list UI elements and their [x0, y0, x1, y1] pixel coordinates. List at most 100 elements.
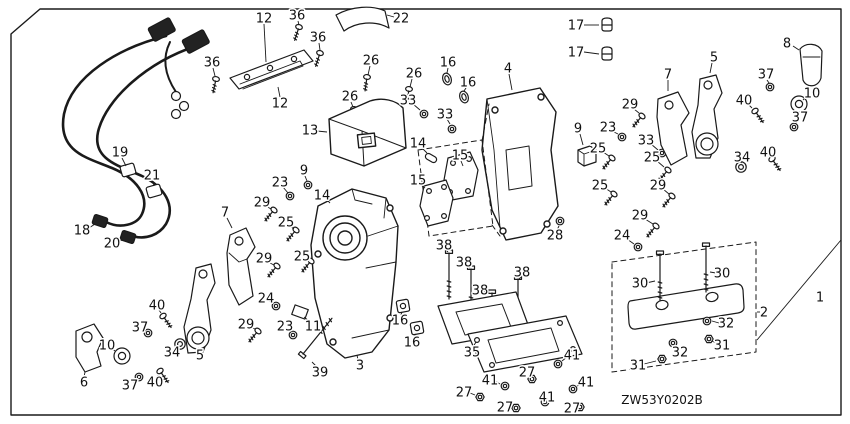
leader-line-16 — [463, 87, 467, 92]
leader-line-10 — [110, 347, 116, 352]
leader-line-36 — [318, 42, 321, 51]
bracket-11 — [291, 304, 309, 320]
leader-line-17 — [583, 51, 600, 55]
part-label-32: 32 — [718, 317, 735, 332]
part-label-17: 17 — [568, 19, 585, 34]
part-label-8: 8 — [783, 37, 791, 52]
part-label-10: 10 — [99, 339, 116, 354]
leader-line-16 — [400, 311, 403, 316]
part-label-29: 29 — [632, 209, 649, 224]
part-label-38: 38 — [456, 256, 473, 271]
nut-31 — [704, 334, 714, 344]
screw-26 — [361, 73, 372, 92]
part-label-7: 7 — [221, 206, 229, 221]
part-label-25: 25 — [590, 142, 607, 157]
leader-line-23 — [611, 130, 619, 135]
part-label-41: 41 — [482, 374, 499, 389]
bolt-30 — [655, 250, 665, 301]
part-label-36: 36 — [310, 31, 327, 46]
arm-5-right — [691, 74, 723, 159]
part-label-37: 37 — [122, 379, 139, 394]
part-label-23: 23 — [272, 176, 289, 191]
leader-line-25 — [602, 151, 610, 157]
gasket-group — [417, 103, 501, 237]
leader-line-25 — [604, 187, 612, 193]
screw-36 — [290, 23, 304, 42]
leader-line-24 — [268, 300, 274, 305]
leader-line-6 — [83, 371, 86, 378]
leader-line-22 — [386, 14, 395, 18]
leader-line-21 — [152, 180, 155, 187]
washer-24 — [633, 242, 643, 252]
part-label-16: 16 — [392, 314, 409, 329]
plug-20 — [119, 230, 137, 244]
frame-border — [10, 8, 842, 416]
part-label-31: 31 — [714, 339, 731, 354]
lever-7-left — [226, 227, 256, 306]
part-label-28: 28 — [547, 229, 564, 244]
block-9 — [577, 145, 597, 167]
part-label-27: 27 — [564, 402, 581, 417]
part-label-12: 12 — [272, 97, 289, 112]
leader-line-10 — [802, 95, 808, 101]
leader-line-11 — [303, 316, 310, 322]
leader-line-38 — [483, 290, 490, 294]
bolt-30 — [701, 242, 711, 293]
part-label-25: 25 — [278, 216, 295, 231]
leader-line-41 — [544, 397, 547, 401]
part-label-27: 27 — [456, 386, 473, 401]
leader-line-34 — [740, 160, 743, 164]
part-label-15: 15 — [410, 174, 427, 189]
leader-line-8 — [792, 45, 800, 51]
leader-line-12 — [263, 23, 267, 63]
part-label-25: 25 — [294, 250, 311, 265]
part-label-36: 36 — [289, 9, 306, 24]
part-label-40: 40 — [149, 299, 166, 314]
ring-9 — [303, 180, 313, 190]
part-label-33: 33 — [638, 134, 655, 149]
leader-line-5 — [197, 347, 200, 351]
part-label-2: 2 — [760, 306, 768, 321]
part-label-38: 38 — [514, 266, 531, 281]
part-label-29: 29 — [256, 252, 273, 267]
leader-line-40 — [747, 103, 753, 109]
part-label-29: 29 — [650, 179, 667, 194]
screw-29 — [629, 111, 647, 130]
leader-line-23 — [282, 186, 289, 194]
leader-line-39 — [311, 361, 318, 368]
part-label-40: 40 — [760, 146, 777, 161]
leader-line-4 — [508, 73, 513, 91]
housing-upper-13 — [328, 98, 407, 167]
leader-line-26 — [350, 101, 354, 108]
leader-line-38 — [445, 249, 449, 253]
part-label-10: 10 — [804, 87, 821, 102]
part-label-29: 29 — [622, 98, 639, 113]
part-label-34: 34 — [164, 346, 181, 361]
leader-line-25 — [304, 258, 310, 262]
part-label-24: 24 — [614, 229, 631, 244]
bracket-4 — [481, 87, 559, 241]
leader-line-30 — [709, 271, 717, 274]
cap-10-left — [113, 347, 131, 365]
leader-line-29 — [662, 188, 670, 195]
grommet-16 — [457, 89, 471, 105]
leader-line-29 — [249, 326, 256, 330]
part-label-15: 15 — [452, 149, 469, 164]
screw-36 — [311, 49, 325, 68]
part-label-1: 1 — [816, 291, 824, 306]
diagram-code: ZW53Y0202B — [621, 393, 702, 407]
block-16 — [395, 298, 411, 314]
part-label-9: 9 — [300, 164, 308, 179]
part-label-18: 18 — [74, 224, 91, 239]
leader-line-36 — [212, 67, 216, 77]
part-label-25: 25 — [592, 179, 609, 194]
part-label-22: 22 — [393, 12, 410, 27]
leader-line-18 — [88, 223, 96, 229]
leader-lines — [83, 14, 842, 409]
part-label-41: 41 — [564, 349, 581, 364]
leader-line-23 — [287, 328, 292, 333]
plate-35 — [437, 291, 583, 373]
leader-line-37 — [766, 79, 770, 84]
screw-40 — [158, 311, 175, 331]
